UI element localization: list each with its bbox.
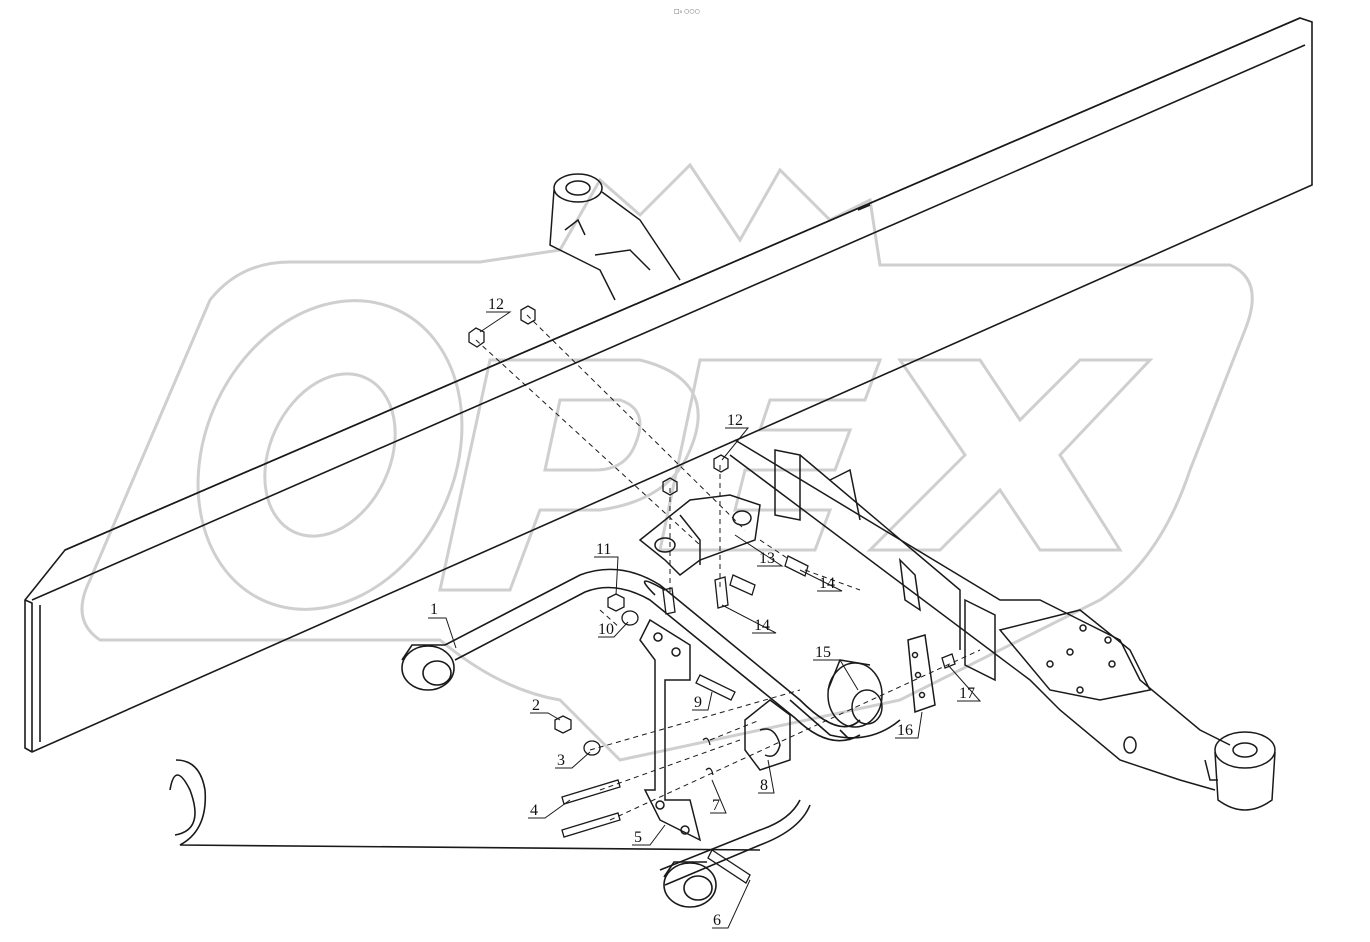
callout-17: 17 <box>959 685 975 702</box>
callout-13: 13 <box>759 550 775 567</box>
callout-7: 7 <box>712 797 720 814</box>
assembly-lines <box>475 314 981 821</box>
callout-15: 15 <box>815 644 831 661</box>
watermark-logo <box>80 162 1254 762</box>
callout-6: 6 <box>713 912 721 929</box>
callout-3: 3 <box>557 752 565 769</box>
callout-labels: 1 2 3 4 5 6 7 8 9 10 11 12 12 13 14 14 1… <box>430 296 975 929</box>
callout-9: 9 <box>694 694 702 711</box>
front-axle <box>549 173 1276 811</box>
callout-5: 5 <box>634 829 642 846</box>
callout-12-top: 12 <box>488 296 504 313</box>
callout-14-left: 14 <box>754 617 770 634</box>
header-mark: □₀ ○○○ <box>674 8 700 15</box>
bracket-5 <box>639 618 702 842</box>
callout-10: 10 <box>598 621 614 638</box>
stabilizer-bar <box>169 568 901 908</box>
callout-1: 1 <box>430 601 438 618</box>
callout-11: 11 <box>596 541 611 558</box>
leader-lines <box>428 311 982 929</box>
callout-2: 2 <box>532 697 540 714</box>
callout-4: 4 <box>530 802 538 819</box>
callout-16: 16 <box>897 722 913 739</box>
bushing-and-clamp <box>744 634 936 771</box>
bracket-13 <box>638 494 761 576</box>
frame-beam <box>24 17 1313 753</box>
callout-12-middle: 12 <box>727 412 743 429</box>
callout-8: 8 <box>760 777 768 794</box>
callout-14-right: 14 <box>819 575 835 592</box>
